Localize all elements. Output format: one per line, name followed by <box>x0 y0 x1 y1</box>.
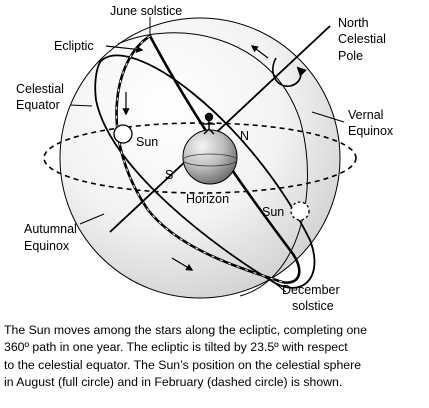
label-december-2: solstice <box>292 299 334 313</box>
caption-line: 360º path in one year. The ecliptic is t… <box>4 340 348 355</box>
label-ecliptic: Ecliptic <box>54 39 94 53</box>
leader-vernal <box>311 111 345 123</box>
caption-line: The Sun moves among the stars along the … <box>4 323 367 337</box>
label-vernal-1: Vernal <box>348 108 383 122</box>
earth-equator-band <box>182 153 238 167</box>
caption-line: to the celestial equator. The Sun’s posi… <box>4 357 362 372</box>
leader-ecliptic <box>105 45 144 53</box>
leader-equator <box>69 104 93 107</box>
leader-december <box>265 275 287 293</box>
label-ncp-1: North <box>338 16 369 30</box>
rotation-arrow-icon <box>272 57 307 87</box>
sun-february-dashed-circle <box>290 201 310 221</box>
label-north: N <box>240 129 249 143</box>
label-june-solstice: June solstice <box>110 4 182 18</box>
arrow-up-meridian <box>250 45 269 59</box>
label-vernal-2: Equinox <box>348 124 394 138</box>
label-sun-august: Sun <box>136 135 158 149</box>
caption: The Sun moves among the stars along the … <box>4 322 424 392</box>
sun-august-full-circle <box>113 124 133 144</box>
leader-autumnal <box>79 213 105 225</box>
label-autumnal-2: Equinox <box>24 239 70 253</box>
meridian-circle <box>117 32 308 297</box>
caption-line: in August (full circle) and in February … <box>4 375 343 390</box>
arrow-right-ecliptic <box>171 257 194 271</box>
celestial-equator-path <box>94 54 316 289</box>
celestial-axis <box>109 25 331 233</box>
ecliptic-dash-overlay <box>116 35 283 283</box>
label-autumnal-1: Autumnal <box>24 222 77 236</box>
label-celestial-equator-2: Equator <box>16 98 60 112</box>
label-south: S <box>165 168 173 182</box>
earth <box>182 129 238 185</box>
label-ncp-3: Pole <box>338 49 363 63</box>
label-ncp-2: Celestial <box>338 32 386 46</box>
label-sun-february: Sun <box>262 205 284 219</box>
celestial-sphere-diagram: June solstice Ecliptic Celestial Equator… <box>16 4 394 313</box>
label-celestial-equator-1: Celestial <box>16 82 64 96</box>
label-december-1: December <box>282 283 340 297</box>
label-horizon: Horizon <box>186 192 229 206</box>
observer-figure <box>203 112 215 135</box>
